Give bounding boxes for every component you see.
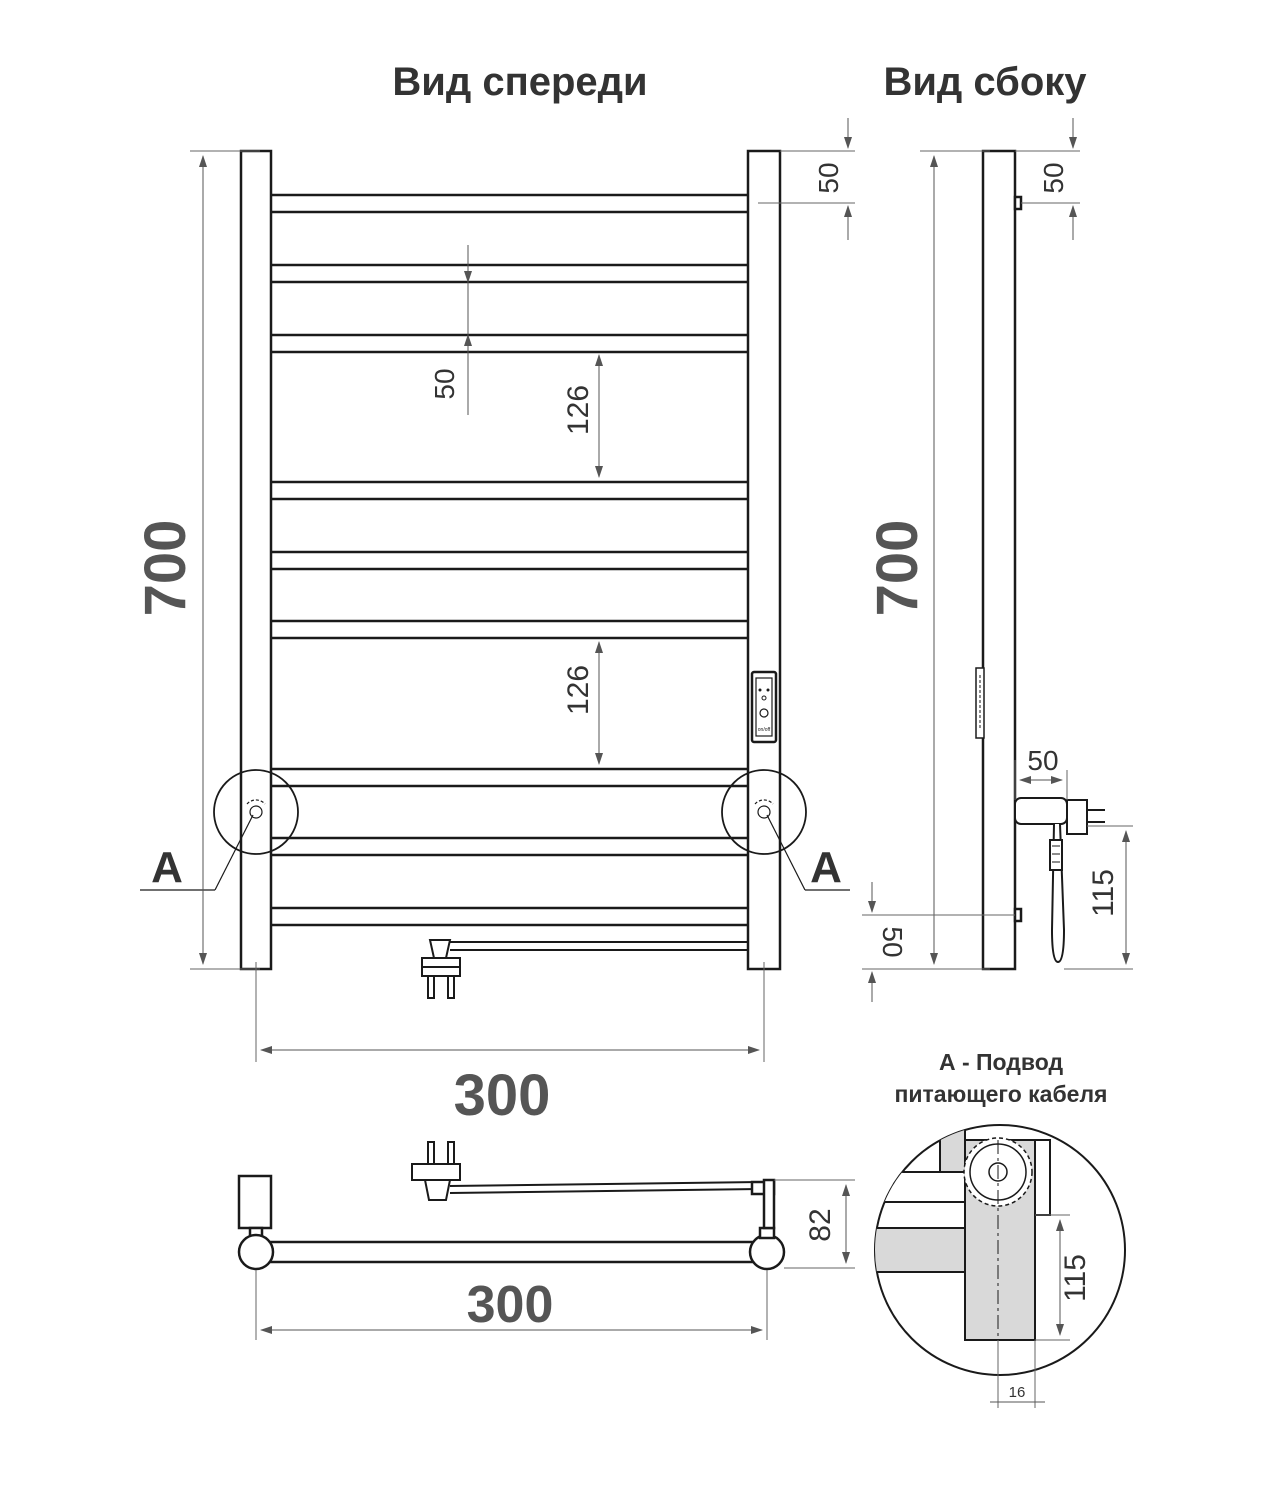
crossbar-9 bbox=[260, 906, 760, 927]
front-plug bbox=[421, 939, 461, 999]
crossbar-8 bbox=[260, 836, 760, 857]
dim-top-offset bbox=[758, 118, 855, 240]
power-icon bbox=[759, 708, 769, 718]
dim-front-width bbox=[255, 962, 765, 1062]
front-view: on/off А А 700 bbox=[133, 118, 855, 1128]
side-view: 700 50 50 50 115 bbox=[862, 118, 1133, 1002]
crossbar-6 bbox=[260, 619, 760, 640]
dim-side-top bbox=[1015, 118, 1080, 240]
side-mount-top bbox=[1013, 195, 1023, 211]
controller-label: on/off bbox=[758, 727, 771, 733]
front-crossbars bbox=[260, 193, 760, 927]
detail-a: 115 16 bbox=[874, 1124, 1126, 1408]
top-view: 82 300 bbox=[237, 1141, 855, 1340]
top-plug bbox=[411, 1141, 461, 1201]
side-post bbox=[981, 149, 1017, 971]
right-post bbox=[746, 149, 782, 971]
bar-spacing-label: 50 bbox=[429, 368, 460, 399]
dim-front-height bbox=[190, 150, 260, 970]
dim-side-depth bbox=[1014, 760, 1068, 800]
gap-lower-label: 126 bbox=[562, 665, 595, 715]
crossbar-7 bbox=[260, 767, 760, 788]
top-right-knob bbox=[748, 1233, 786, 1271]
front-width-label: 300 bbox=[454, 1063, 551, 1128]
side-depth-label: 50 bbox=[1027, 745, 1058, 776]
side-top-label: 50 bbox=[1038, 162, 1069, 193]
callout-circle-right bbox=[721, 769, 850, 891]
dim-top-width bbox=[255, 1270, 768, 1340]
top-offset-label: 50 bbox=[813, 162, 844, 193]
side-mount-bottom bbox=[1013, 907, 1023, 923]
detail-title-line2: питающего кабеля bbox=[895, 1081, 1108, 1107]
crossbar-3 bbox=[260, 333, 760, 354]
top-width-label: 300 bbox=[467, 1276, 554, 1334]
thermostat-controller: on/off bbox=[750, 670, 778, 744]
side-bottom-label: 50 bbox=[877, 926, 908, 957]
top-left-block bbox=[237, 1174, 273, 1230]
crossbar-2 bbox=[260, 263, 760, 284]
side-view-title: Вид сбоку bbox=[883, 60, 1087, 104]
front-height-label: 700 bbox=[133, 520, 198, 617]
dim-top-depth bbox=[774, 1179, 855, 1269]
dim-side-bottom bbox=[862, 882, 1015, 1002]
side-cable-label: 115 bbox=[1087, 869, 1120, 917]
crossbar-5 bbox=[260, 550, 760, 571]
top-depth-label: 82 bbox=[804, 1208, 837, 1241]
front-view-title: Вид спереди bbox=[392, 60, 647, 104]
crossbar-4 bbox=[260, 480, 760, 501]
dim-side-cable bbox=[1064, 825, 1133, 970]
left-post bbox=[239, 149, 273, 971]
callout-label-right: А bbox=[810, 843, 842, 892]
side-plug bbox=[1014, 797, 1105, 964]
top-left-knob bbox=[237, 1233, 275, 1271]
crossbar-1 bbox=[260, 193, 760, 214]
top-crossbar bbox=[254, 1240, 770, 1264]
detail-height-label: 115 bbox=[1059, 1254, 1092, 1302]
dim-side-height bbox=[920, 150, 990, 970]
side-height-label: 700 bbox=[865, 520, 930, 617]
gap-upper-label: 126 bbox=[562, 385, 595, 435]
detail-width-label: 16 bbox=[1009, 1384, 1026, 1401]
callout-label-left: А bbox=[151, 843, 183, 892]
detail-title-line1: А - Подвод bbox=[939, 1049, 1064, 1075]
